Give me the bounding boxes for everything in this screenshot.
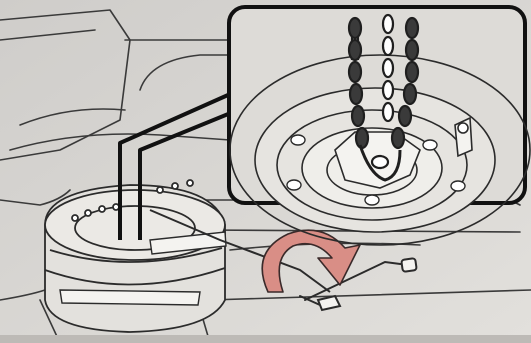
paper-edge	[0, 335, 531, 343]
spare-tire-icon	[45, 180, 225, 332]
